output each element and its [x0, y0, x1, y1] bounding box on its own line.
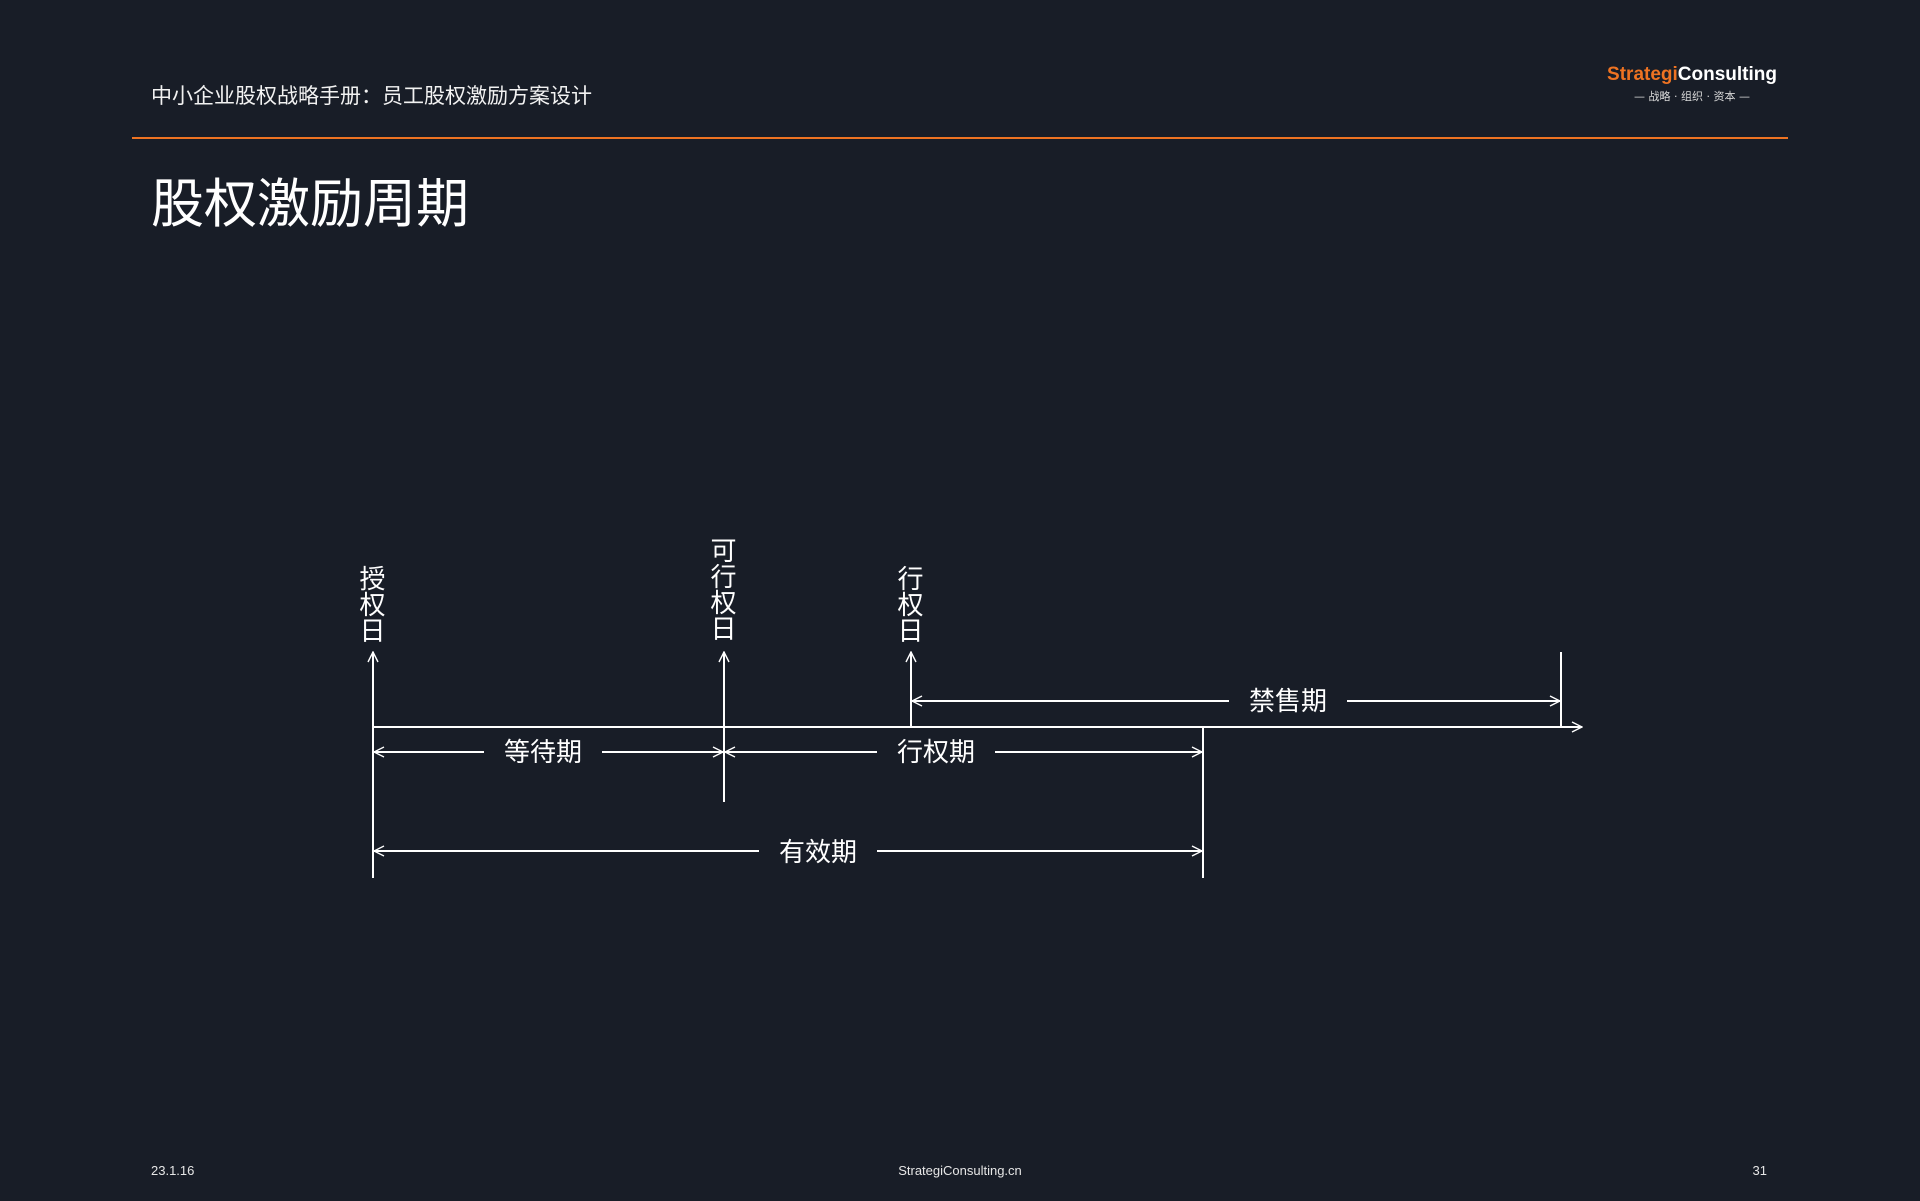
exercise-period-label: 行权期 — [897, 738, 975, 768]
brand-tagline: — 战略 · 组织 · 资本 — — [1634, 90, 1751, 103]
brand-logo: StrategiConsulting — 战略 · 组织 · 资本 — — [1607, 64, 1777, 104]
header-divider — [132, 137, 1788, 139]
footer-date: 23.1.16 — [151, 1163, 195, 1178]
brand-name-part2: Consulting — [1677, 64, 1777, 85]
vesting-date-label: 可行权日 — [706, 537, 736, 641]
grant-date-label: 授权日 — [355, 565, 385, 643]
document-header-title: 中小企业股权战略手册：员工股权激励方案设计 — [151, 84, 592, 108]
page-title: 股权激励周期 — [151, 174, 469, 235]
page-number: 31 — [1752, 1163, 1767, 1178]
footer-website: StrategiConsulting.cn — [898, 1163, 1022, 1178]
validity-period-label: 有效期 — [779, 838, 857, 868]
lockup-period-label: 禁售期 — [1249, 687, 1327, 717]
waiting-period-label: 等待期 — [504, 738, 582, 768]
brand-name-part1: Strategi — [1607, 64, 1678, 85]
exercise-date-label: 行权日 — [893, 565, 923, 643]
brand-name: StrategiConsulting — [1607, 64, 1777, 86]
